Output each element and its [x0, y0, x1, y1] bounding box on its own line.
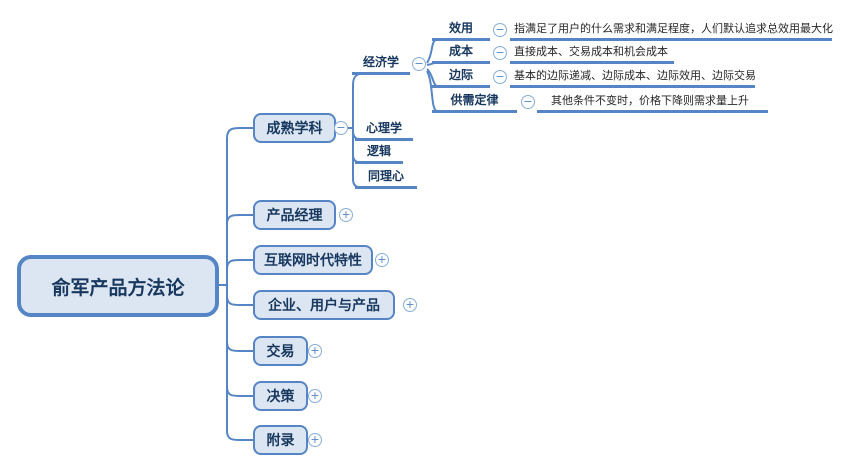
expand-toggle[interactable]: + — [375, 253, 389, 267]
subtopic-supply-demand[interactable]: 供需定律 — [432, 89, 517, 113]
topic-product-manager[interactable]: 产品经理 — [253, 200, 336, 230]
expand-toggle[interactable]: + — [403, 298, 417, 312]
subtopic-economics[interactable]: 经济学 — [352, 51, 410, 75]
topic-internet-era-traits[interactable]: 互联网时代特性 — [253, 245, 373, 275]
connector-branch — [226, 430, 253, 441]
topic-decision[interactable]: 决策 — [253, 381, 308, 411]
connector-branch — [226, 386, 253, 397]
topic-mature-disciplines[interactable]: 成熟学科 — [253, 113, 336, 143]
connector-branch — [226, 341, 253, 352]
connector-branch — [226, 295, 253, 306]
note-cost[interactable]: 直接成本、交易成本和机会成本 — [510, 40, 674, 64]
subtopic-cost[interactable]: 成本 — [432, 40, 490, 64]
collapse-toggle[interactable]: − — [521, 95, 535, 109]
expand-toggle[interactable]: + — [308, 389, 322, 403]
note-supply-demand[interactable]: 其他条件不变时，价格下降则需求量上升 — [537, 89, 768, 113]
subtopic-margin[interactable]: 边际 — [432, 64, 490, 88]
topic-company-user-product[interactable]: 企业、用户与产品 — [253, 290, 395, 320]
connector-branch — [226, 259, 253, 270]
subtopic-psychology[interactable]: 心理学 — [355, 117, 413, 141]
collapse-toggle[interactable]: − — [334, 121, 348, 135]
connector-subbranch — [352, 72, 364, 86]
expand-toggle[interactable]: + — [308, 344, 322, 358]
topic-transaction[interactable]: 交易 — [253, 336, 308, 366]
connector-branch — [226, 127, 253, 139]
collapse-toggle[interactable]: − — [493, 46, 507, 60]
topic-appendix[interactable]: 附录 — [253, 425, 308, 455]
root-topic[interactable]: 俞军产品方法论 — [17, 255, 219, 317]
subtopic-utility[interactable]: 效用 — [432, 17, 490, 41]
note-utility[interactable]: 指满足了用户的什么需求和满足程度，人们默认追求总效用最大化 — [510, 17, 833, 41]
note-margin[interactable]: 基本的边际递减、边际成本、边际效用、边际交易 — [510, 64, 756, 88]
expand-toggle[interactable]: + — [339, 208, 353, 222]
collapse-toggle[interactable]: − — [493, 70, 507, 84]
expand-toggle[interactable]: + — [308, 433, 322, 447]
connector-branch — [226, 214, 253, 225]
collapse-toggle[interactable]: − — [493, 23, 507, 37]
subtopic-empathy[interactable]: 同理心 — [355, 165, 417, 189]
subtopic-logic[interactable]: 逻辑 — [355, 140, 403, 164]
collapse-toggle[interactable]: − — [412, 57, 426, 71]
